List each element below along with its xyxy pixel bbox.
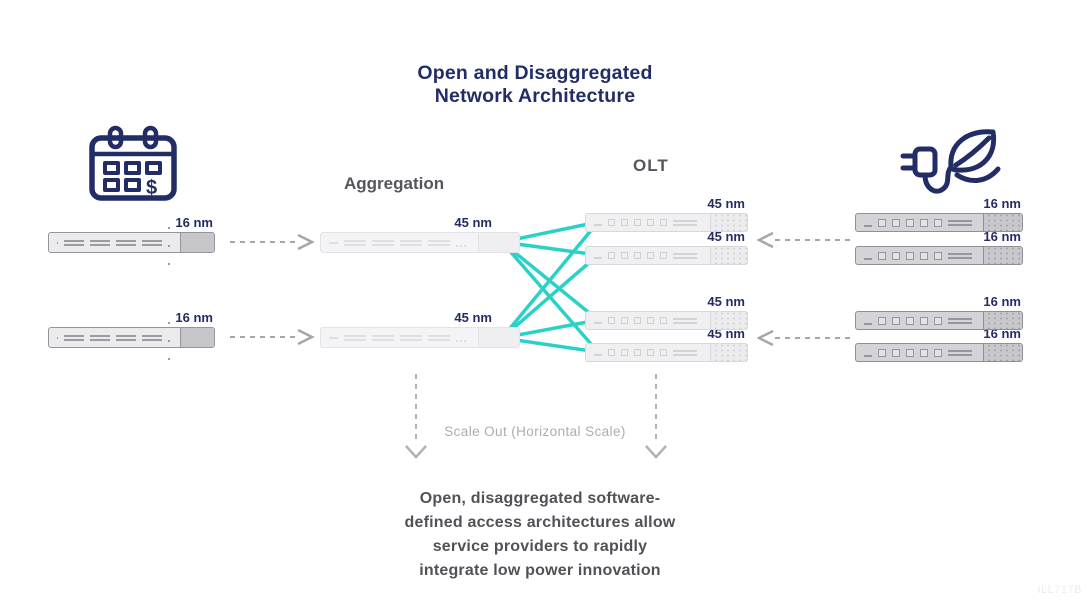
chip-label: 45 nm — [707, 196, 745, 211]
arrow-left-icon — [757, 232, 851, 248]
chip-label: 45 nm — [454, 310, 492, 325]
aggregation-node-1 — [320, 232, 520, 253]
eco-power-plug-icon — [900, 129, 1001, 194]
aggregation-label: Aggregation — [344, 174, 445, 193]
olt-node-2 — [585, 246, 748, 265]
chip-label: 16 nm — [983, 229, 1021, 244]
access-node-right-2 — [855, 246, 1023, 265]
arrow-right-icon — [230, 234, 315, 250]
calendar-cost-icon: $ — [89, 125, 177, 201]
access-node-right-3 — [855, 311, 1023, 330]
olt-node-3 — [585, 311, 748, 330]
olt-label: OLT — [633, 156, 669, 175]
svg-text:$: $ — [146, 177, 157, 199]
access-node-left-1 — [48, 226, 215, 265]
chip-label: 45 nm — [707, 294, 745, 309]
chip-label: 16 nm — [983, 196, 1021, 211]
chip-label: 45 nm — [454, 215, 492, 230]
access-node-right-4 — [855, 343, 1023, 362]
arrow-down-icon — [645, 374, 667, 459]
chip-label: 16 nm — [175, 215, 213, 230]
diagram-title: Open and Disaggregated Network Architect… — [417, 62, 653, 107]
olt-node-1 — [585, 213, 748, 232]
olt-node-4 — [585, 343, 748, 362]
chip-label: 16 nm — [175, 310, 213, 325]
arrow-right-icon — [230, 329, 315, 345]
watermark-code: ILL717B — [1037, 584, 1082, 596]
arrow-down-icon — [405, 374, 427, 459]
chip-label: 16 nm — [983, 294, 1021, 309]
access-node-left-2 — [48, 321, 215, 360]
scale-out-caption: Scale Out (Horizontal Scale) — [444, 424, 626, 439]
arrow-left-icon — [757, 330, 851, 346]
aggregation-node-2 — [320, 327, 520, 348]
chip-label: 45 nm — [707, 229, 745, 244]
access-node-right-1 — [855, 213, 1023, 232]
diagram-description: Open, disaggregated software- defined ac… — [404, 490, 676, 579]
